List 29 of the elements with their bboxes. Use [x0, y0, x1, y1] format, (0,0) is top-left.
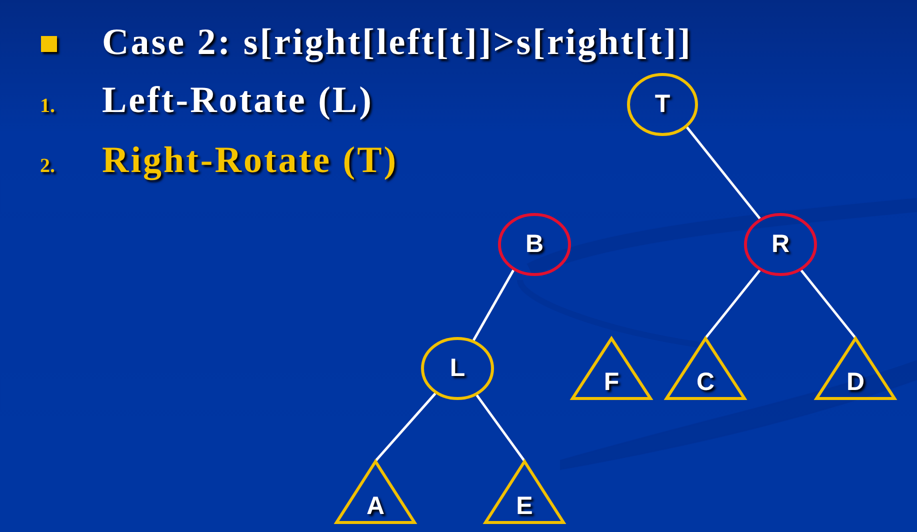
node-label: F	[602, 370, 620, 395]
subtree-triangle	[665, 337, 746, 400]
node-label: A	[365, 494, 386, 519]
tree-edge	[704, 270, 761, 339]
node-label: E	[515, 494, 534, 519]
list-item-text: Left-Rotate (L)	[102, 82, 374, 119]
tree-edge	[476, 394, 526, 462]
subtree-triangle	[335, 460, 416, 524]
tree-edge	[800, 270, 856, 339]
tree-node-ellipse	[421, 337, 494, 400]
tree-edge	[686, 126, 761, 220]
node-label: L	[448, 356, 466, 380]
tree-node-ellipse	[627, 73, 698, 136]
node-label: B	[524, 232, 545, 256]
tree-node-ellipse	[744, 213, 817, 276]
node-label: T	[654, 92, 672, 116]
subtree-triangle	[571, 337, 652, 400]
tree-node-ellipse	[498, 213, 571, 276]
node-label: R	[770, 232, 791, 256]
subtree-triangle	[484, 460, 565, 524]
subtree-triangle	[815, 337, 896, 400]
tree-edge	[374, 392, 436, 462]
list-number: 2.	[40, 156, 55, 176]
list-number: 1.	[40, 96, 55, 116]
list-item-text: Right-Rotate (T)	[102, 142, 398, 179]
heading-text: Case 2: s[right[left[t]]>s[right[t]]	[102, 24, 692, 61]
tree-edge	[472, 270, 514, 341]
node-label: C	[695, 370, 716, 395]
node-label: D	[845, 370, 866, 395]
